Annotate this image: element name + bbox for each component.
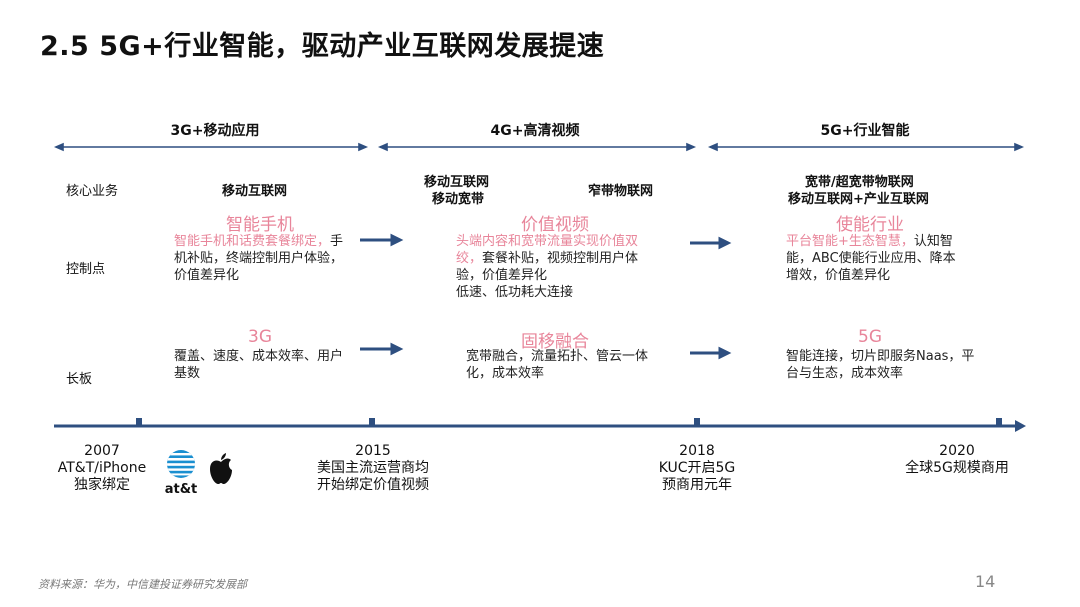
phase-label-5g: 5G+行业智能 xyxy=(820,123,910,139)
timeline-axis xyxy=(54,418,1026,432)
strength-p2-text: 宽带融合，流量拓扑、管云一体化，成本效率 xyxy=(466,349,649,381)
strength-p3-heading: 5G xyxy=(858,327,882,347)
page-title: 2.5 5G+行业智能，驱动产业互联网发展提速 xyxy=(40,31,605,62)
timeline-2015: 2015 美国主流运营商均 开始绑定价值视频 xyxy=(302,443,444,494)
att-globe-icon xyxy=(167,450,195,478)
strength-p2-heading: 固移融合 xyxy=(521,332,589,352)
timeline-2018-line1: KUC开启5G xyxy=(658,460,736,476)
timeline-2007: 2007 AT&T/iPhone 独家绑定 xyxy=(42,443,162,494)
timeline-2020: 2020 全球5G规模商用 xyxy=(892,443,1022,477)
timeline-tick-2015 xyxy=(369,418,375,427)
timeline-2007-line1: AT&T/iPhone xyxy=(57,460,147,476)
phase-arrow-1 xyxy=(53,142,369,152)
control-p1-heading: 智能手机 xyxy=(226,215,294,235)
timeline-2007-year: 2007 xyxy=(84,443,120,459)
core-p3-broadband-iot: 宽带/超宽带物联网 xyxy=(805,175,914,190)
timeline-2007-line2: 独家绑定 xyxy=(74,477,130,493)
strength-p1-heading: 3G xyxy=(248,327,272,347)
timeline-2020-year: 2020 xyxy=(939,443,975,459)
timeline-tick-2007 xyxy=(136,418,142,427)
timeline-tick-2020 xyxy=(996,418,1002,427)
page-number: 14 xyxy=(975,572,996,591)
timeline-tick-2018 xyxy=(694,418,700,427)
row-label-strength: 长板 xyxy=(66,372,93,387)
control-p3-text: 平台智能+生态智慧，认知智能，ABC使能行业应用、降本增效，价值差异化 xyxy=(786,233,966,284)
core-p3-industrial-internet: 移动互联网+产业互联网 xyxy=(788,192,929,207)
timeline-2018-year: 2018 xyxy=(679,443,715,459)
core-p1: 移动互联网 xyxy=(222,184,288,199)
core-p2-mobile-broadband: 移动宽带 xyxy=(432,192,485,207)
control-p3-highlight: 平台智能+生态智慧， xyxy=(786,234,914,249)
strength-p1-text: 覆盖、速度、成本效率、用户基数 xyxy=(174,349,344,381)
att-wordmark: at&t xyxy=(164,482,198,497)
phase-arrow-2 xyxy=(377,142,697,152)
control-p3-heading: 使能行业 xyxy=(836,215,904,235)
phase-arrow-3 xyxy=(707,142,1025,152)
source-note: 资料来源：华为，中信建投证券研究发展部 xyxy=(38,578,247,591)
core-p2-nb-iot: 窄带物联网 xyxy=(588,184,654,199)
control-p1-highlight: 智能手机和话费套餐绑定， xyxy=(174,234,331,249)
apple-logo xyxy=(207,452,235,490)
timeline-2015-line2: 开始绑定价值视频 xyxy=(317,477,429,493)
timeline-2015-line1: 美国主流运营商均 xyxy=(317,460,429,476)
control-p1-rest: 手机补贴，终端控制用户体验，价值差异化 xyxy=(174,234,344,283)
control-p2-rest: 套餐补贴，视频控制用户体验，价值差异化 xyxy=(456,251,639,283)
att-logo: at&t xyxy=(163,448,199,497)
timeline-2015-year: 2015 xyxy=(355,443,391,459)
control-p2-highlight: 头端内容和宽带流量实现价值双绞， xyxy=(456,234,639,266)
timeline-2018-line2: 预商用元年 xyxy=(662,477,732,493)
control-p1-text: 智能手机和话费套餐绑定，手机补贴，终端控制用户体验，价值差异化 xyxy=(174,233,350,284)
control-p2-extra: 低速、低功耗大连接 xyxy=(456,285,574,300)
control-p2-text: 头端内容和宽带流量实现价值双绞，套餐补贴，视频控制用户体验，价值差异化低速、低功… xyxy=(456,233,656,301)
core-p2-mobile-internet: 移动互联网 xyxy=(424,175,490,190)
apple-logo-icon xyxy=(210,453,232,484)
phase-label-3g: 3G+移动应用 xyxy=(170,123,260,139)
phase-label-4g: 4G+高清视频 xyxy=(490,123,580,139)
strength-p3-text: 智能连接，切片即服务Naas，平台与生态，成本效率 xyxy=(786,349,975,381)
row-label-core: 核心业务 xyxy=(66,184,119,199)
timeline-2020-line1: 全球5G规模商用 xyxy=(905,460,1009,476)
row-label-control: 控制点 xyxy=(66,262,106,277)
timeline-2018: 2018 KUC开启5G 预商用元年 xyxy=(637,443,757,494)
control-p3-rest: 认知智能，ABC使能行业应用、降本增效，价值差异化 xyxy=(786,234,956,283)
control-p2-heading: 价值视频 xyxy=(521,215,589,235)
